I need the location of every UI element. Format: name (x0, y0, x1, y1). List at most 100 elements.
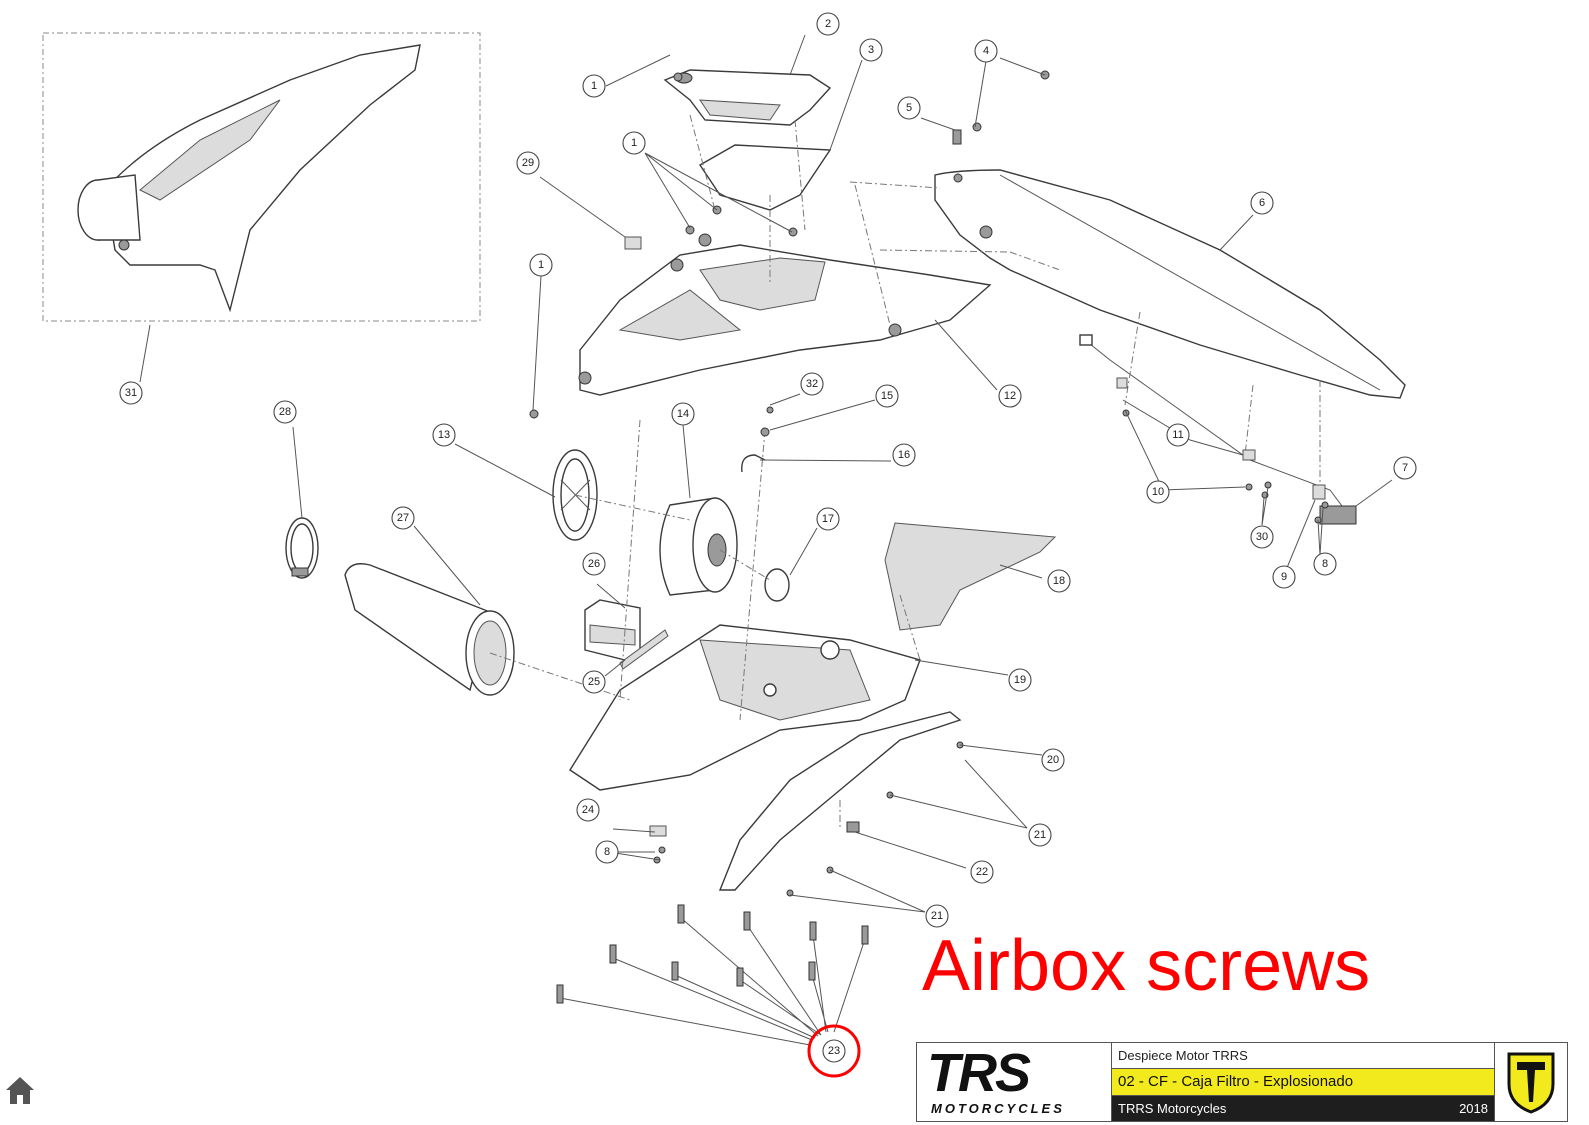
callout-20: 20 (1041, 748, 1065, 772)
svg-text:21: 21 (931, 910, 943, 922)
svg-text:22: 22 (976, 866, 988, 878)
part-14-air-filter (659, 497, 738, 596)
svg-text:4: 4 (983, 45, 989, 57)
callout-22: 22 (970, 860, 994, 884)
svg-text:2: 2 (825, 18, 831, 30)
callout-19: 19 (1008, 668, 1032, 692)
part-20-splash-guard (718, 711, 962, 891)
callout-31: 31 (119, 381, 143, 405)
callout-11: 11 (1166, 423, 1190, 447)
callout-24: 24 (576, 798, 600, 822)
part-12-airbox-side (578, 233, 992, 396)
brand-subtitle: MOTORCYCLES (931, 1101, 1065, 1116)
part-26-junction-box (584, 599, 641, 661)
callout-1c: 1 (529, 253, 553, 277)
callout-23: 23 (822, 1039, 846, 1063)
part-17-grommet (764, 568, 790, 602)
callout-18: 18 (1047, 569, 1071, 593)
title-block-rows: Despiece Motor TRRS 02 - CF - Caja Filtr… (1112, 1043, 1494, 1121)
year: 2018 (1459, 1100, 1488, 1116)
svg-text:31: 31 (125, 387, 137, 399)
svg-text:24: 24 (582, 804, 594, 816)
svg-text:30: 30 (1256, 531, 1268, 543)
callout-13: 13 (432, 423, 456, 447)
svg-text:5: 5 (906, 102, 912, 114)
part-23-screws (556, 904, 869, 1046)
callout-27: 27 (391, 506, 415, 530)
brand-name: TRS (927, 1043, 1031, 1103)
callout-12: 12 (998, 384, 1022, 408)
svg-text:1: 1 (631, 137, 637, 149)
callout-25: 25 (582, 670, 606, 694)
svg-text:10: 10 (1152, 486, 1164, 498)
title-block: TRS MOTORCYCLES Despiece Motor TRRS 02 -… (916, 1042, 1568, 1122)
callout-28: 28 (273, 400, 297, 424)
company-name: TRRS Motorcycles (1118, 1100, 1227, 1116)
callout-9: 9 (1272, 565, 1296, 589)
callout-1a: 1 (582, 74, 606, 98)
part-28-clamp (285, 517, 319, 579)
svg-text:3: 3 (868, 44, 874, 56)
svg-text:15: 15 (881, 390, 893, 402)
svg-text:14: 14 (677, 408, 689, 420)
svg-text:8: 8 (1322, 558, 1328, 570)
svg-text:25: 25 (588, 676, 600, 688)
callout-14: 14 (671, 402, 695, 426)
part-27-intake-tube (344, 563, 515, 696)
part-18-shield (884, 522, 1057, 631)
svg-text:17: 17 (822, 513, 834, 525)
svg-text:21: 21 (1034, 829, 1046, 841)
svg-text:6: 6 (1259, 197, 1265, 209)
svg-text:8: 8 (604, 846, 610, 858)
callout-8b: 8 (595, 840, 619, 864)
callout-6: 6 (1250, 191, 1274, 215)
brand-logo: TRS MOTORCYCLES (917, 1043, 1112, 1121)
callout-8a: 8 (1313, 552, 1337, 576)
svg-text:27: 27 (397, 512, 409, 524)
callout-1b: 1 (622, 131, 646, 155)
part-6-fender (934, 169, 1406, 399)
callout-29: 29 (516, 151, 540, 175)
svg-text:26: 26 (588, 558, 600, 570)
callout-17: 17 (816, 507, 840, 531)
part-31-side-cover (77, 44, 421, 313)
title-line-2: 02 - CF - Caja Filtro - Explosionado (1112, 1069, 1494, 1096)
svg-text:32: 32 (806, 378, 818, 390)
svg-text:7: 7 (1402, 462, 1408, 474)
home-icon[interactable] (2, 1072, 38, 1108)
part-19-airbox-lower (569, 624, 921, 791)
svg-text:1: 1 (591, 80, 597, 92)
title-line-1: Despiece Motor TRRS (1112, 1043, 1494, 1070)
callout-30: 30 (1250, 525, 1274, 549)
callout-16: 16 (892, 443, 916, 467)
part-3-gasket (699, 144, 832, 211)
part-16-clip (741, 454, 766, 473)
callout-21b: 21 (925, 904, 949, 928)
callout-32: 32 (800, 372, 824, 396)
svg-text:13: 13 (438, 429, 450, 441)
callout-26: 26 (582, 552, 606, 576)
callout-10: 10 (1146, 480, 1170, 504)
svg-text:19: 19 (1014, 674, 1026, 686)
svg-text:1: 1 (538, 259, 544, 271)
callout-3: 3 (859, 38, 883, 62)
part-2-cap (663, 69, 832, 126)
svg-text:23: 23 (828, 1045, 840, 1057)
svg-text:29: 29 (522, 157, 534, 169)
svg-text:20: 20 (1047, 754, 1059, 766)
leader-lines (139, 34, 1393, 913)
svg-text:11: 11 (1172, 429, 1183, 441)
part-31-frame (42, 32, 481, 322)
svg-text:9: 9 (1281, 571, 1287, 583)
svg-text:18: 18 (1053, 575, 1065, 587)
svg-text:12: 12 (1004, 390, 1016, 402)
svg-text:28: 28 (279, 406, 291, 418)
annotation-text: Airbox screws (922, 926, 1371, 1006)
callout-15: 15 (875, 384, 899, 408)
trrs-shield-icon (1494, 1043, 1567, 1121)
callout-2: 2 (816, 12, 840, 36)
assembly-lines (489, 114, 1321, 830)
callout-21a: 21 (1028, 823, 1052, 847)
callout-5: 5 (897, 96, 921, 120)
